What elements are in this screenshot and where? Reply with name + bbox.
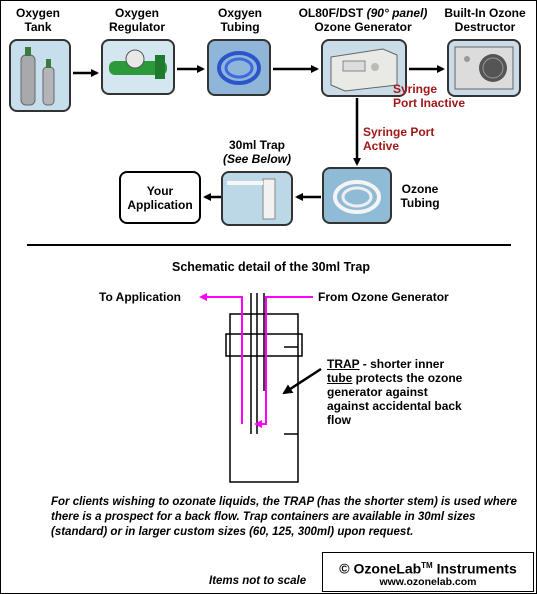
scale-note: Items not to scale — [209, 575, 307, 587]
trap-description: TRAP - shorter inner tube protects the o… — [327, 357, 463, 427]
trap-label: 30ml Trap(See Below) — [222, 138, 291, 166]
ozone-destructor-photo — [447, 39, 521, 97]
website-link[interactable]: www.ozonelab.com — [379, 576, 477, 588]
ozone-tubing-photo — [322, 167, 392, 224]
trap-pointer-arrow — [282, 367, 322, 395]
to-application-label: To Application — [99, 290, 181, 304]
oxygen-regulator-photo — [101, 39, 175, 95]
ozonation-note: For clients wishing to ozonate liquids, … — [51, 496, 518, 538]
brand-line: © OzoneLabTM Instruments — [339, 560, 517, 577]
section-divider — [27, 244, 511, 246]
oxygen-tubing-photo — [207, 39, 271, 96]
flow-arrows — [73, 65, 445, 201]
footer-box: © OzoneLabTM Instruments www.ozonelab.co… — [322, 552, 534, 592]
from-ozone-generator-label: From Ozone Generator — [318, 290, 449, 304]
ozone-generator-photo — [321, 39, 407, 97]
ozone-generator-label: OL80F/DST (90° panel) Ozone Generator — [298, 6, 428, 34]
oxygen-tank-photo — [9, 39, 71, 112]
outflow-path — [199, 293, 243, 424]
schematic-title: Schematic detail of the 30ml Trap — [172, 260, 370, 274]
trap-schematic — [199, 293, 322, 483]
trap-photo — [221, 171, 293, 226]
inflow-path — [254, 296, 313, 428]
